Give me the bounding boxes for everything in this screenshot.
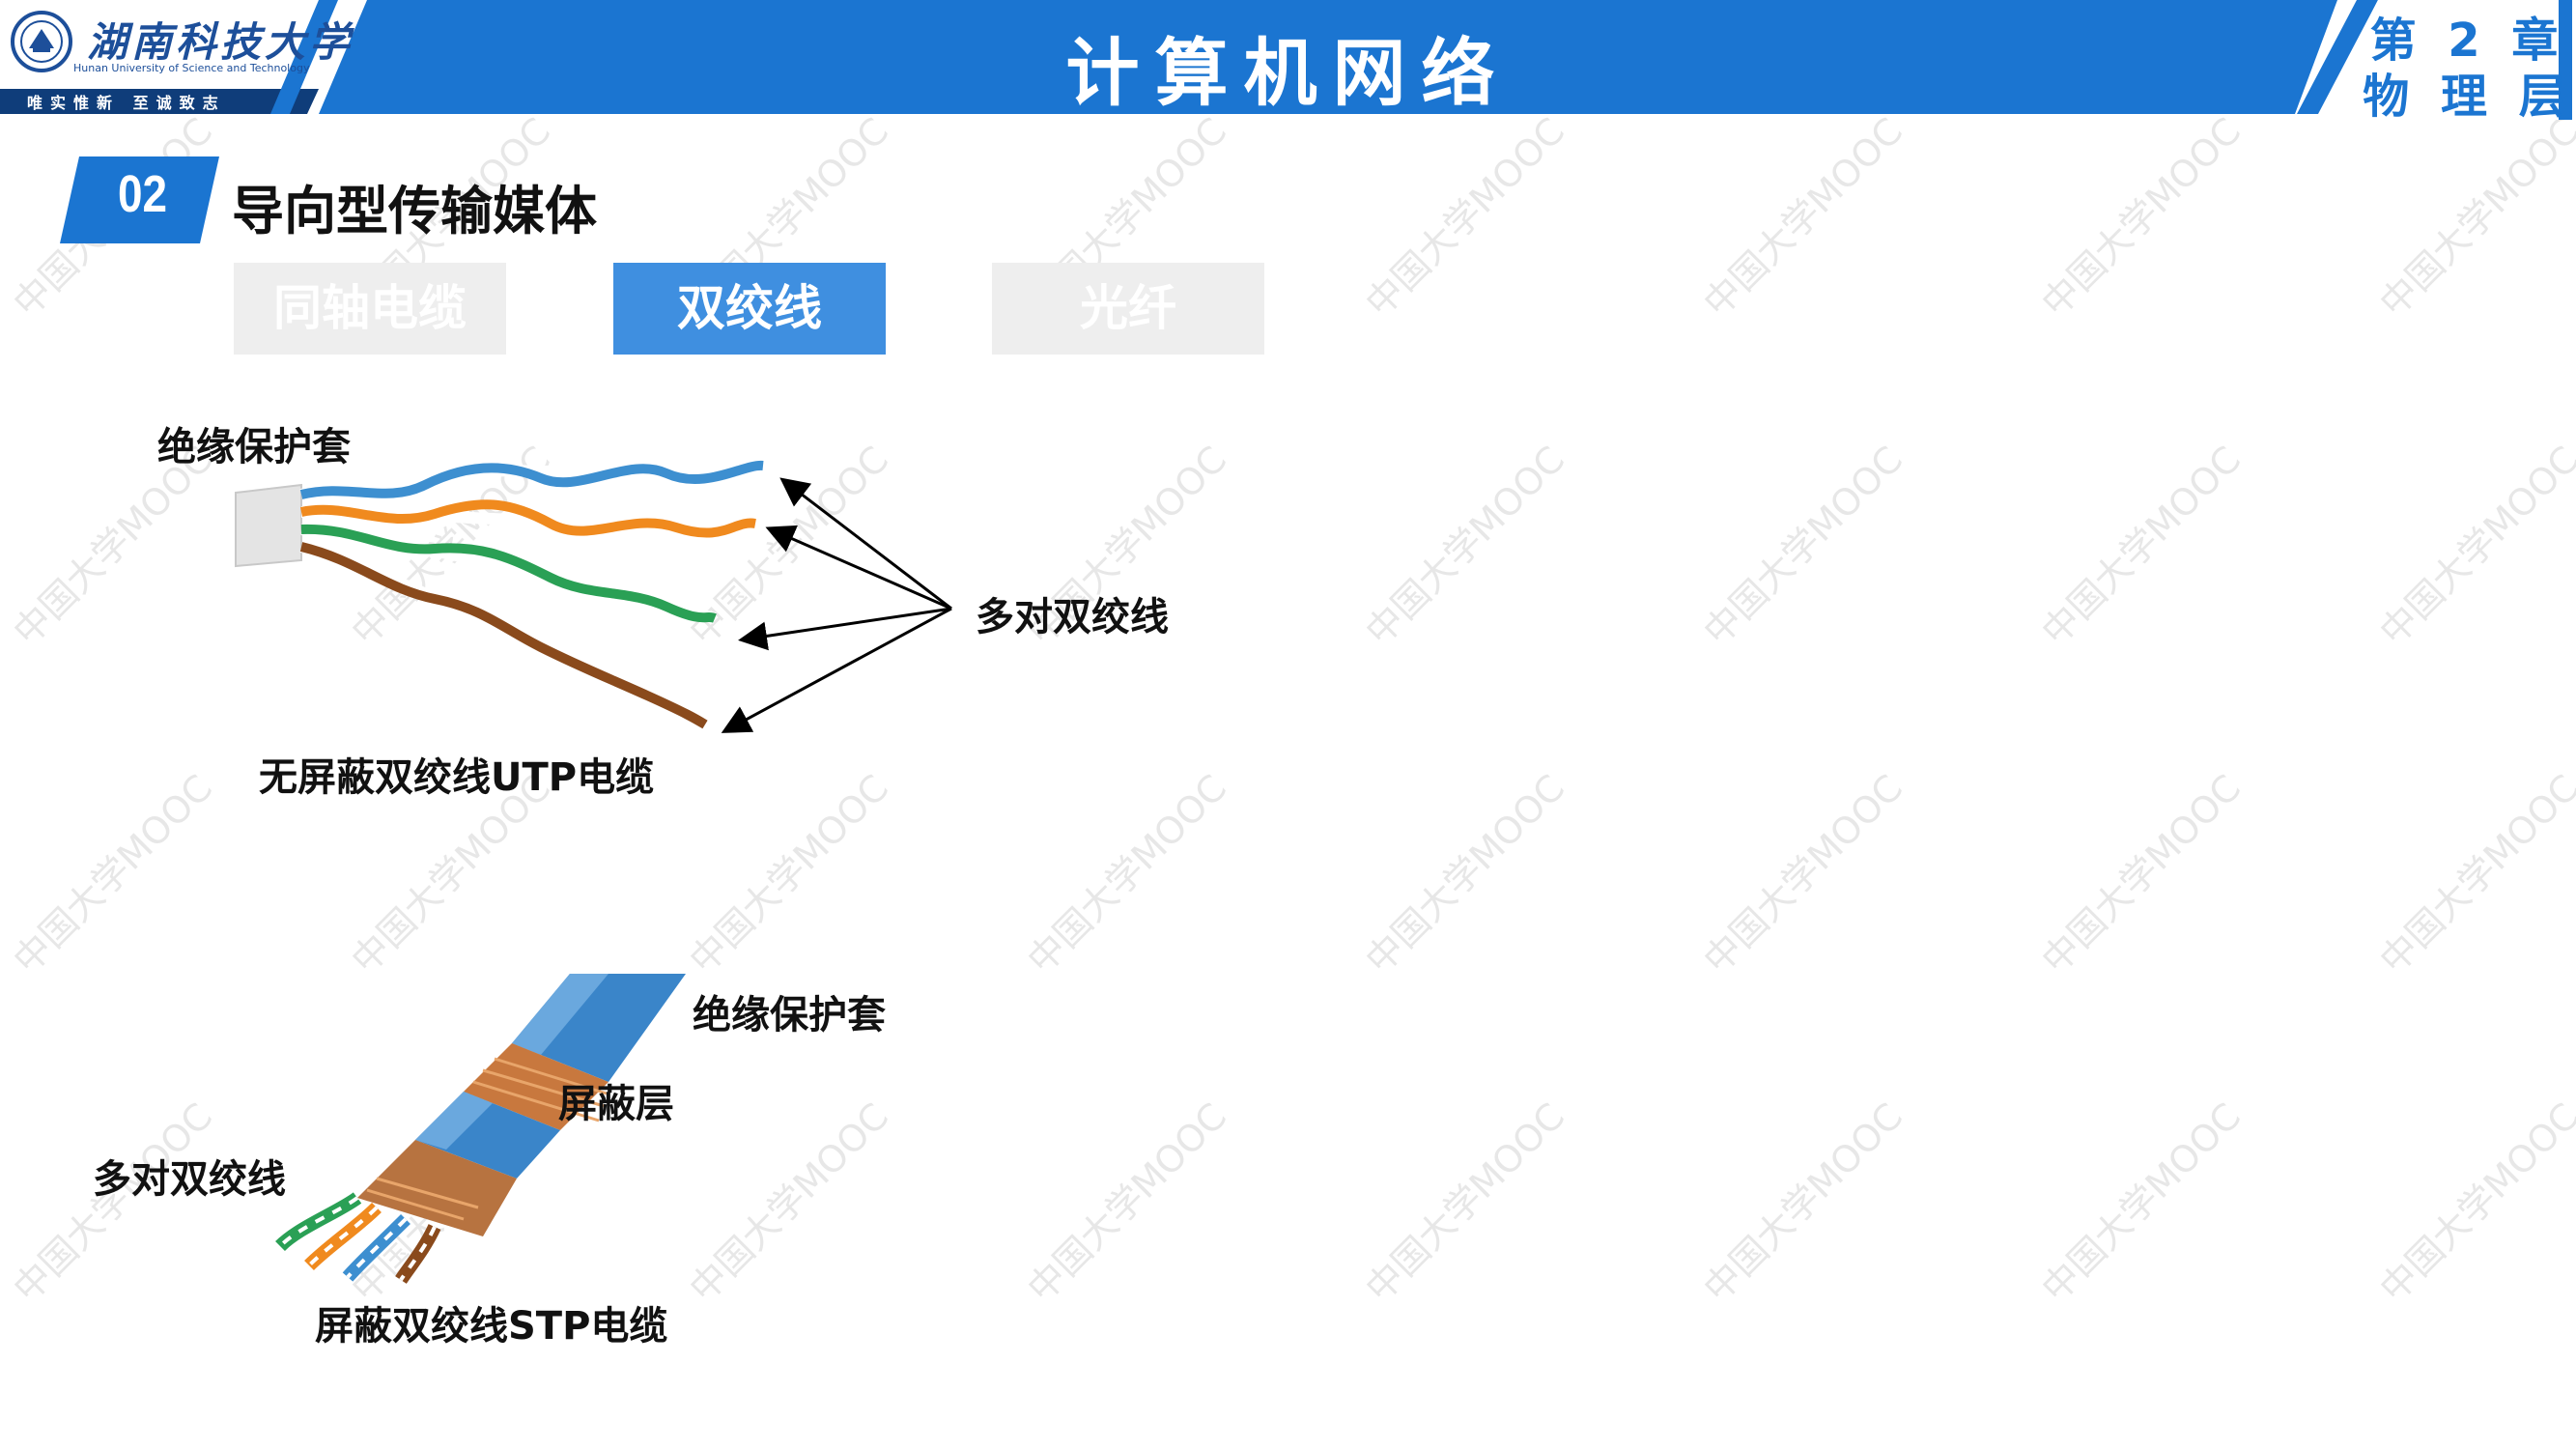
university-logo: 湖南科技大学 Hunan University of Science and T… [0,0,367,120]
utp-pointer-arrows [721,477,952,733]
watermark-text: 中国大学MOOC [1695,439,1911,654]
tab-coaxial-cable[interactable]: 同轴电缆 [234,263,506,355]
watermark-text: 中国大学MOOC [1357,1095,1572,1311]
watermark-text: 中国大学MOOC [1019,767,1234,982]
stp-shield-label: 屏蔽层 [558,1082,674,1126]
tab-optical-fiber[interactable]: 光纤 [992,263,1264,355]
watermark-text: 中国大学MOOC [2033,110,2249,326]
stp-jacket-label: 绝缘保护套 [693,993,886,1037]
watermark-text: 中国大学MOOC [1695,767,1911,982]
utp-cable-image [235,460,764,730]
university-emblem-icon [11,11,72,72]
watermark-text: 中国大学MOOC [1357,110,1572,326]
section-title: 导向型传输媒体 [232,181,597,242]
watermark-text: 中国大学MOOC [681,767,896,982]
watermark-text: 中国大学MOOC [5,767,220,982]
university-name-en: Hunan University of Science and Technolo… [73,62,310,74]
stp-pairs-label: 多对双绞线 [93,1157,286,1202]
header-bar [0,0,2576,120]
watermark-text: 中国大学MOOC [2033,767,2249,982]
stp-cable-image [275,974,686,1284]
chapter-number: 第 2 章 [2369,14,2566,68]
utp-jacket-label: 绝缘保护套 [157,425,351,469]
watermark-text: 中国大学MOOC [2371,439,2576,654]
watermark-text: 中国大学MOOC [1019,1095,1234,1311]
tab-twisted-pair[interactable]: 双绞线 [613,263,886,355]
section-number-badge [60,156,219,243]
watermark-text: 中国大学MOOC [2033,1095,2249,1311]
section-number: 02 [117,165,168,223]
watermark-text: 中国大学MOOC [2371,1095,2576,1311]
watermark-text: 中国大学MOOC [1695,110,1911,326]
watermark-text: 中国大学MOOC [1695,1095,1911,1311]
watermark-text: 中国大学MOOC [2371,767,2576,982]
chapter-name: 物 理 层 [2363,70,2573,124]
university-name: 湖南科技大学 [87,18,354,66]
watermark-text: 中国大学MOOC [2033,439,2249,654]
watermark-text: 中国大学MOOC [2371,110,2576,326]
course-title: 计算机网络 [1065,30,1511,116]
utp-caption: 无屏蔽双绞线UTP电缆 [259,755,655,800]
utp-pairs-label: 多对双绞线 [976,595,1169,639]
watermark-text: 中国大学MOOC [1357,439,1572,654]
watermark-text: 中国大学MOOC [1357,767,1572,982]
university-motto: 唯实惟新 至诚致志 [27,94,226,112]
stp-caption: 屏蔽双绞线STP电缆 [315,1304,668,1349]
